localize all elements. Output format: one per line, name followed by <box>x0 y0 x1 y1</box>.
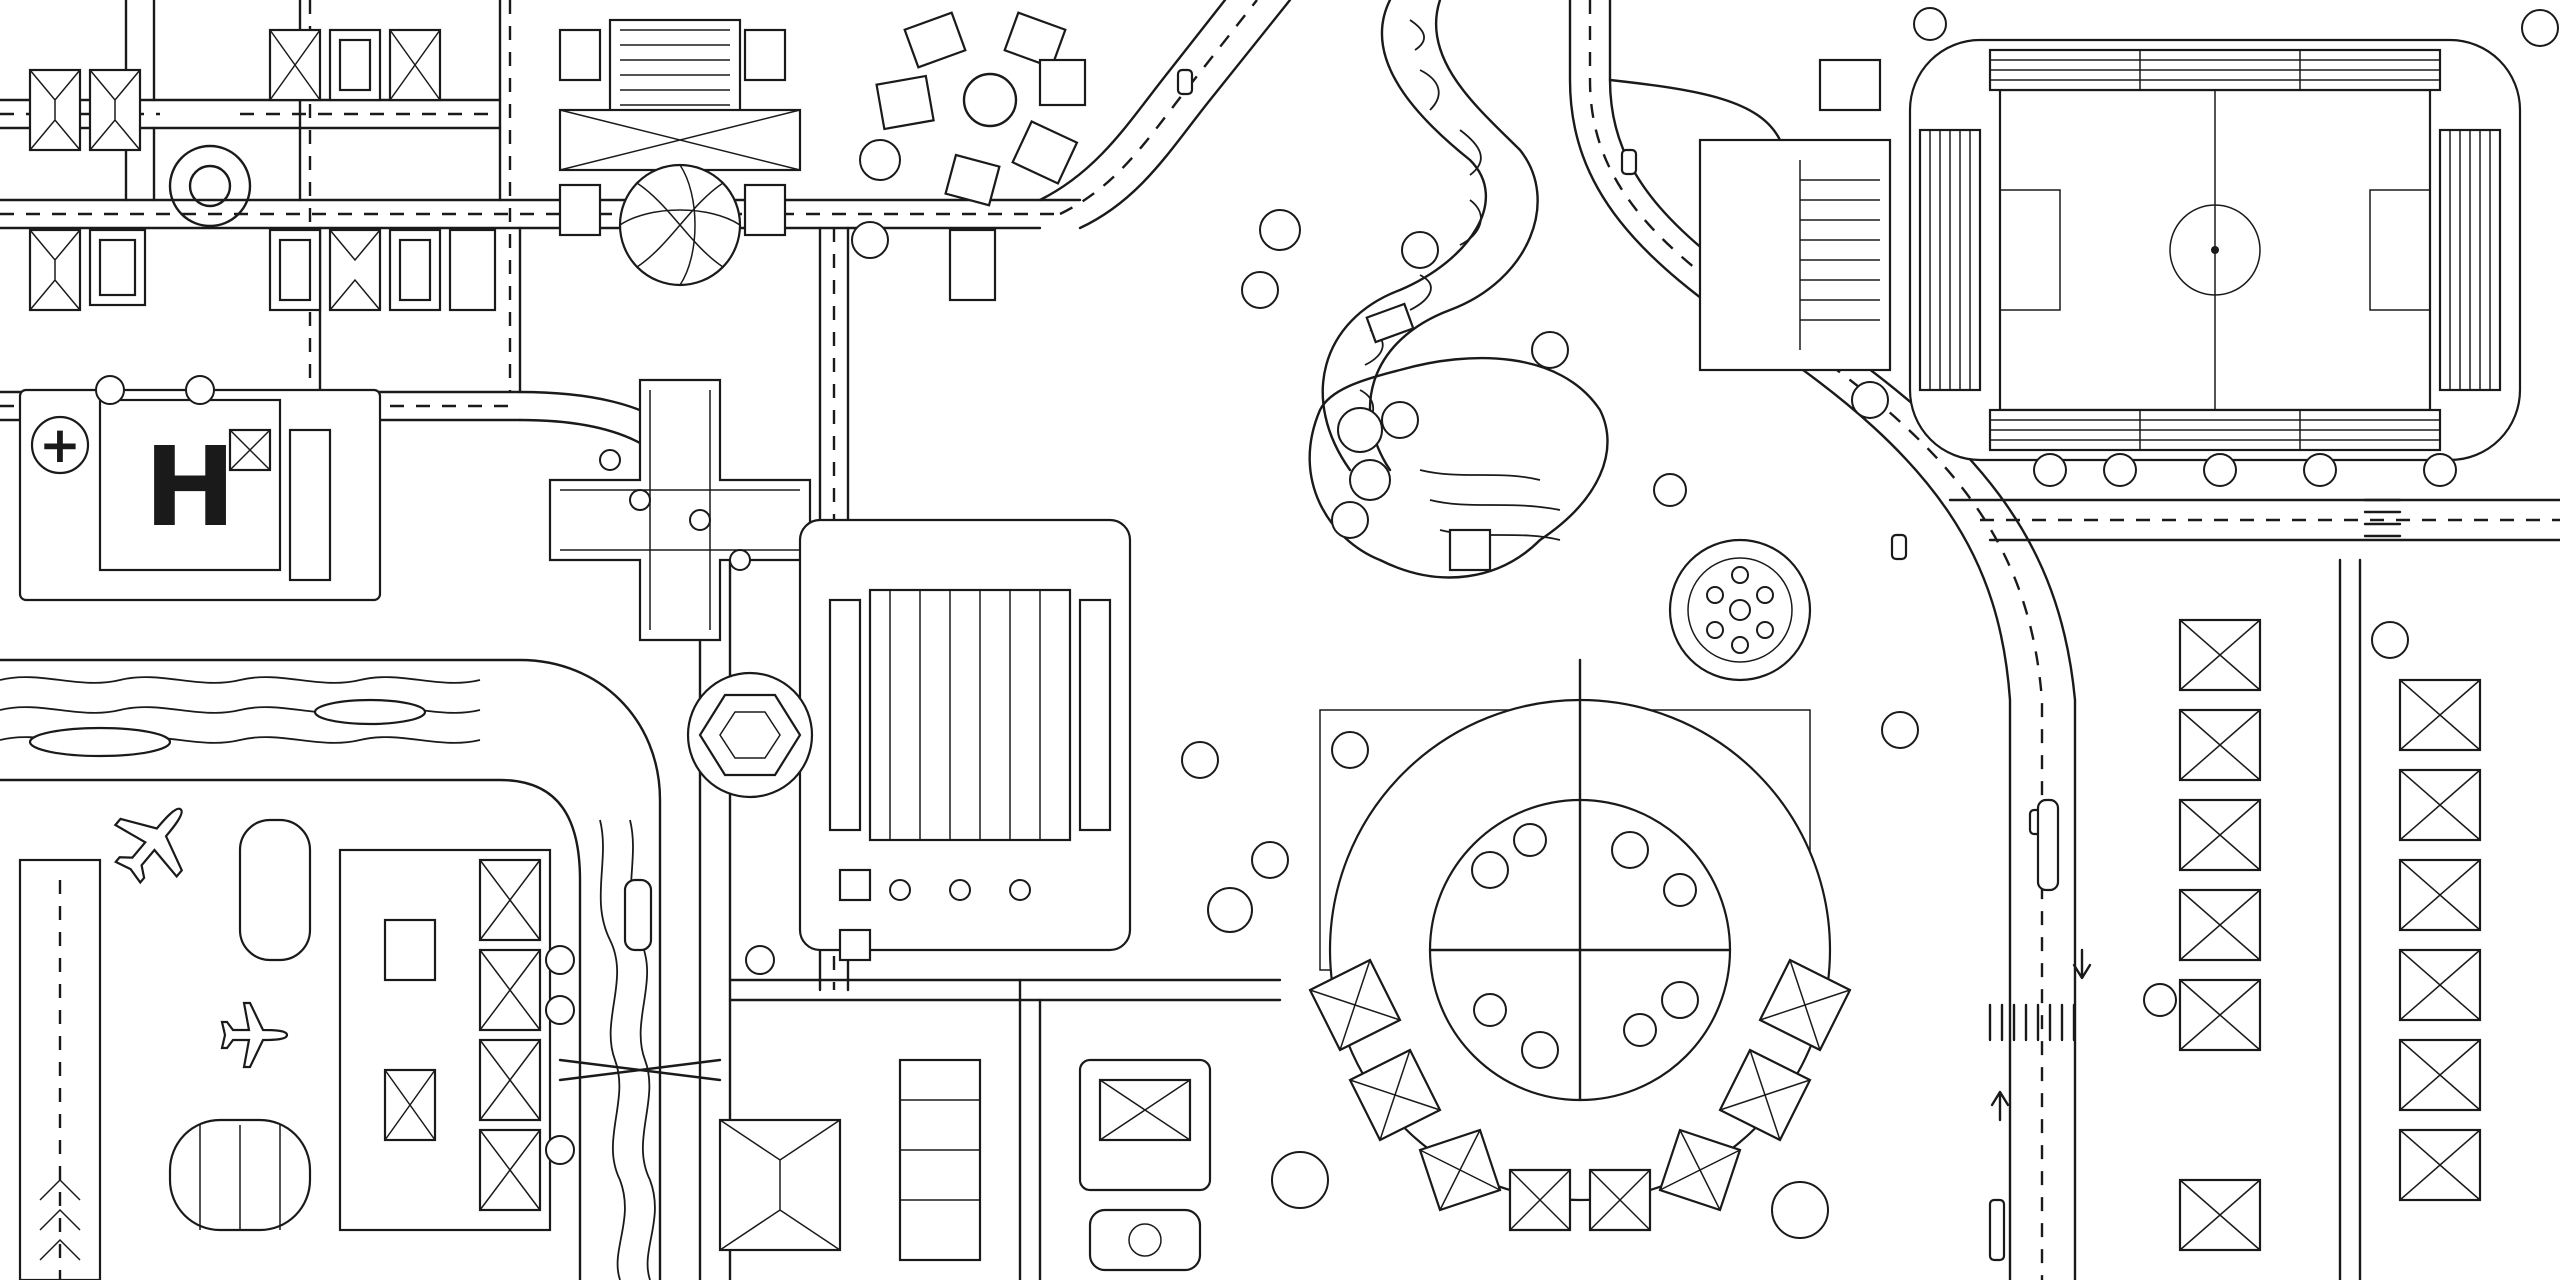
crosswalk-icon <box>1988 498 2402 1042</box>
hospital: H + <box>18 388 382 602</box>
star-cluster-houses <box>875 11 1087 302</box>
airfield-runway <box>18 807 312 1280</box>
car-icon <box>1176 68 2060 1262</box>
cross-plaza <box>548 378 812 642</box>
airplane-icon <box>113 807 184 885</box>
stadium-football-pitch <box>1908 38 2522 462</box>
tree-icon <box>95 7 2559 1239</box>
palace-building <box>1078 1058 1212 1272</box>
church-cross-building <box>558 18 802 287</box>
residential-east <box>2178 618 2482 1252</box>
fountain-circle <box>1668 538 1812 682</box>
hospital-cross: + <box>39 416 81 474</box>
hospital-letter: H <box>144 423 236 551</box>
road-arrow-icon <box>1990 948 2092 1122</box>
parking-lot <box>1698 58 1892 372</box>
market-hall <box>798 518 1132 962</box>
airplane-icon <box>220 1001 289 1069</box>
residential-south-center <box>718 1058 982 1262</box>
boat-icon <box>313 698 427 726</box>
boat-icon <box>28 726 172 758</box>
river-north <box>1321 0 1539 472</box>
park-pond <box>1308 356 1609 579</box>
canal-west <box>0 658 722 1280</box>
residential-west-block <box>338 848 552 1232</box>
circular-park-quadrants <box>1319 658 1832 1202</box>
residential-northwest <box>28 28 497 312</box>
hexagon-pavilion <box>686 671 814 799</box>
crescent-houses <box>1308 958 1852 1232</box>
